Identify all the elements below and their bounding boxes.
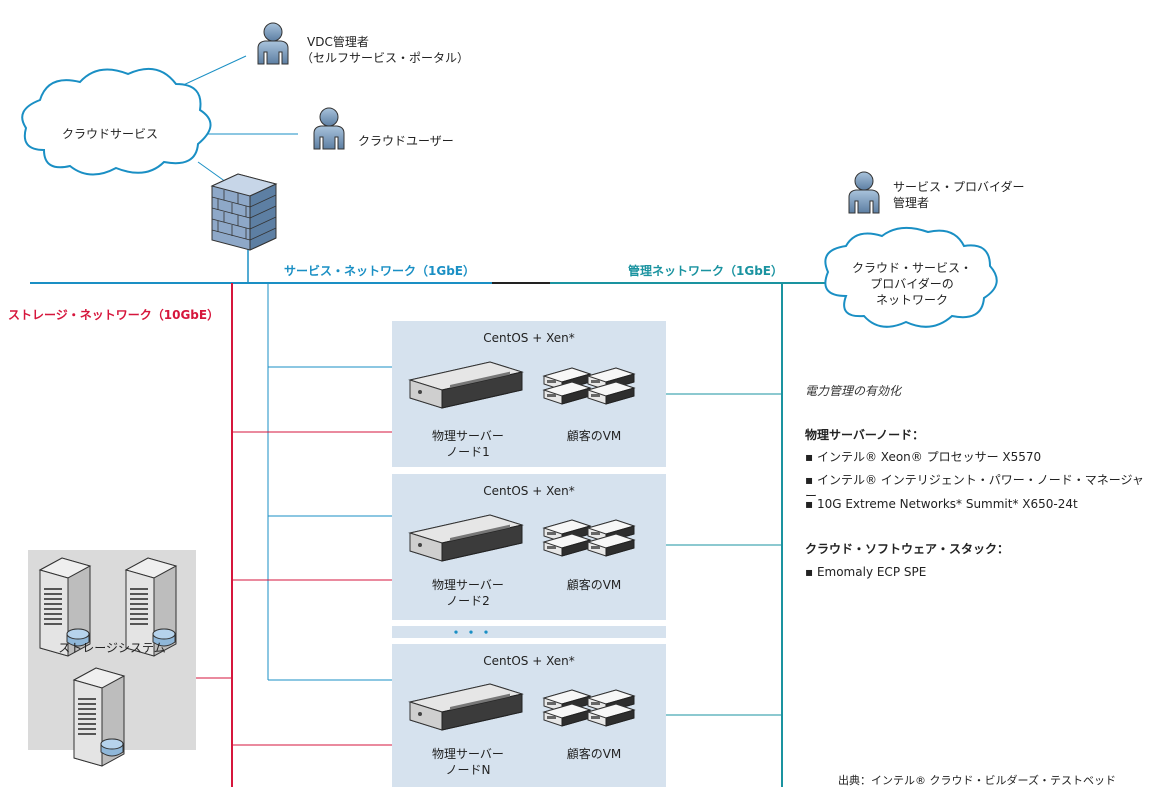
storage-tower-icon <box>73 667 125 767</box>
vm-label: 顧客のVM <box>566 578 622 592</box>
physical-node-heading: 物理サーバーノード： <box>805 428 925 442</box>
management-network-label: 管理ネットワーク（1GbE） <box>628 264 783 278</box>
sp-admin-label-1: サービス・プロバイダー <box>893 180 1025 194</box>
server-label-line2: ノード1 <box>446 445 490 459</box>
firewall-icon <box>210 173 278 251</box>
sp-network-cloud-shape <box>824 226 998 328</box>
cloud-user-person-icon <box>313 107 345 150</box>
sp-admin-label-2: 管理者 <box>893 196 930 210</box>
sp-admin-person-icon <box>848 171 880 214</box>
node-os-label: CentOS + Xen* <box>483 484 575 498</box>
vdc-admin-person-icon <box>257 22 289 65</box>
cloud-user-label: クラウドユーザー <box>358 134 454 148</box>
cloud-service-label: クラウドサービス <box>62 127 159 141</box>
ellipsis: ・・・ <box>449 626 495 641</box>
software-stack-heading: クラウド・ソフトウェア・スタック： <box>805 542 1010 556</box>
service-network-label: サービス・ネットワーク（1GbE） <box>284 264 475 278</box>
cloud-service-shape <box>21 67 212 176</box>
vdc-admin-label-2: （セルフサービス・ポータル） <box>301 51 470 65</box>
storage-system-label: ストレージシステム <box>58 641 166 655</box>
server-label-line2: ノード2 <box>446 594 490 608</box>
storage-network-label: ストレージ・ネットワーク（10GbE） <box>8 308 220 322</box>
vdc-admin-label-1: VDC管理者 <box>307 35 369 49</box>
physical-node-item: ▪ インテル® Xeon® プロセッサー X5570 <box>805 450 1042 464</box>
sp-network-label-2: プロバイダーの <box>870 277 954 291</box>
info-title: 電力管理の有効化 <box>805 384 902 398</box>
node-os-label: CentOS + Xen* <box>483 654 575 668</box>
server-label-line1: 物理サーバー <box>432 429 504 443</box>
sp-network-label-1: クラウド・サービス・ <box>851 261 972 275</box>
vm-label: 顧客のVM <box>566 429 622 443</box>
server-label-line1: 物理サーバー <box>432 578 504 592</box>
node-os-label: CentOS + Xen* <box>483 331 575 345</box>
physical-node-item: ▪ インテル® インテリジェント・パワー・ノード・マネージャー <box>805 473 1144 503</box>
software-stack-item: ▪ Emomaly ECP SPE <box>805 565 927 579</box>
sp-network-label-3: ネットワーク <box>875 293 948 307</box>
source-note: 出典：インテル® クラウド・ビルダーズ・テストベッド <box>838 774 1116 787</box>
ellipsis-band <box>392 626 666 638</box>
physical-node-item: ▪ 10G Extreme Networks* Summit* X650-24t <box>805 497 1078 511</box>
vm-label: 顧客のVM <box>566 747 622 761</box>
server-label-line2: ノードN <box>445 763 491 777</box>
server-label-line1: 物理サーバー <box>432 747 504 761</box>
